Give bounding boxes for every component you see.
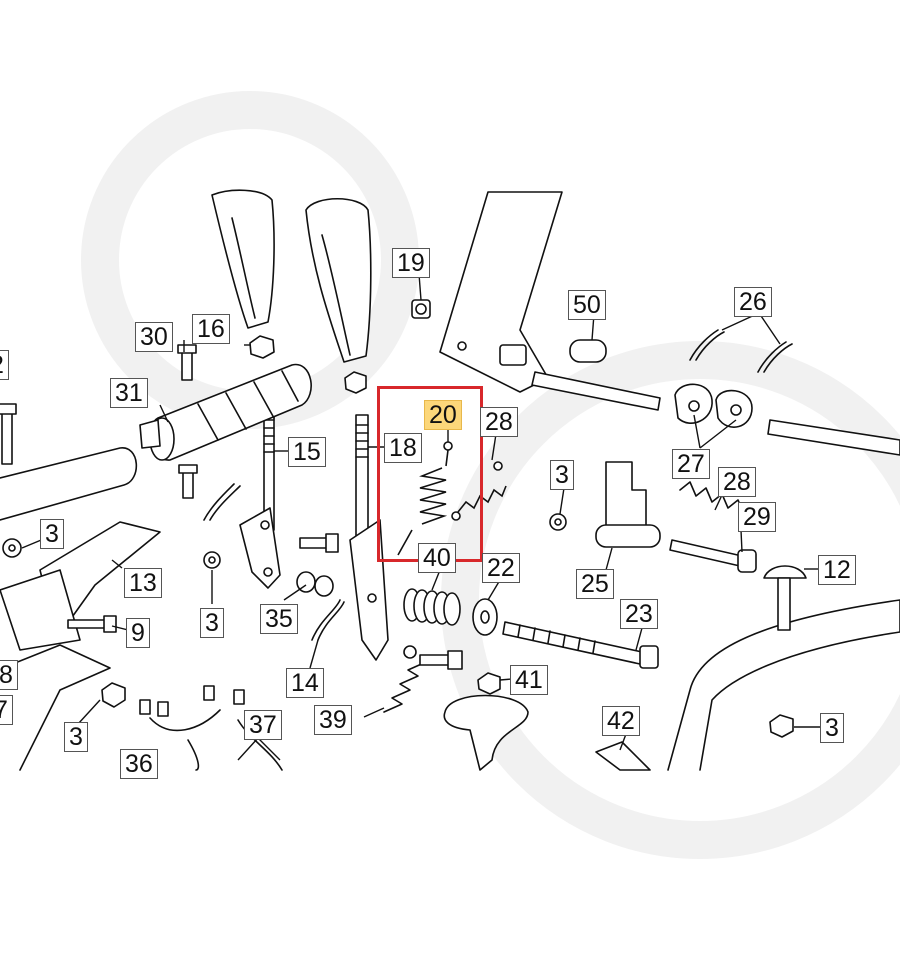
nut-16 — [249, 335, 275, 359]
spring-28a — [451, 461, 507, 521]
left-handle-grip — [211, 189, 275, 329]
upper-frame — [439, 191, 563, 393]
bracket-25 — [605, 461, 647, 536]
label-37: 37 — [244, 710, 282, 740]
spring-40 — [403, 588, 461, 626]
label-3e: 3 — [820, 713, 844, 743]
right-handle-grip — [305, 198, 372, 363]
label-29: 29 — [738, 502, 776, 532]
label-9: 9 — [126, 618, 150, 648]
label-50: 50 — [568, 290, 606, 320]
label-18: 18 — [384, 433, 422, 463]
label-2: 2 — [0, 350, 9, 380]
label-3d: 3 — [64, 722, 88, 752]
label-31: 31 — [110, 378, 148, 408]
label-13: 13 — [124, 568, 162, 598]
spring-39 — [383, 661, 427, 713]
label-41: 41 — [510, 665, 548, 695]
label-27: 27 — [672, 449, 710, 479]
carriage-bolt-12 — [763, 565, 807, 579]
label-28a: 28 — [480, 407, 518, 437]
label-36: 36 — [120, 749, 158, 779]
label-35: 35 — [260, 604, 298, 634]
nut-3e — [769, 714, 794, 738]
label-12: 12 — [818, 555, 856, 585]
label-30: 30 — [135, 322, 173, 352]
leader-lines — [21, 273, 820, 761]
label-16: 16 — [192, 314, 230, 344]
shaft-right — [767, 419, 900, 456]
part-41 — [443, 694, 529, 771]
label-23: 23 — [620, 599, 658, 629]
nut-18-top — [344, 371, 367, 394]
shaft-upper — [531, 371, 661, 411]
bushing-50 — [569, 339, 607, 363]
label-15: 15 — [288, 437, 326, 467]
label-28b: 28 — [718, 467, 756, 497]
part-42 — [595, 741, 651, 771]
left-shaft — [0, 447, 138, 521]
label-22: 22 — [482, 553, 520, 583]
left-frame — [0, 569, 81, 651]
label-39: 39 — [314, 705, 352, 735]
label-25: 25 — [576, 569, 614, 599]
label-7: 7 — [0, 695, 13, 725]
label-3a: 3 — [40, 519, 64, 549]
frame-tube — [667, 599, 900, 771]
nut-3d — [101, 682, 126, 708]
label-3b: 3 — [200, 608, 224, 638]
label-20: 20 — [424, 400, 462, 430]
label-8: 8 — [0, 660, 18, 690]
label-26: 26 — [734, 287, 772, 317]
label-40: 40 — [418, 543, 456, 573]
bolt-29 — [669, 539, 743, 567]
label-19: 19 — [392, 248, 430, 278]
label-42: 42 — [602, 706, 640, 736]
label-3c: 3 — [550, 460, 574, 490]
label-14: 14 — [286, 668, 324, 698]
